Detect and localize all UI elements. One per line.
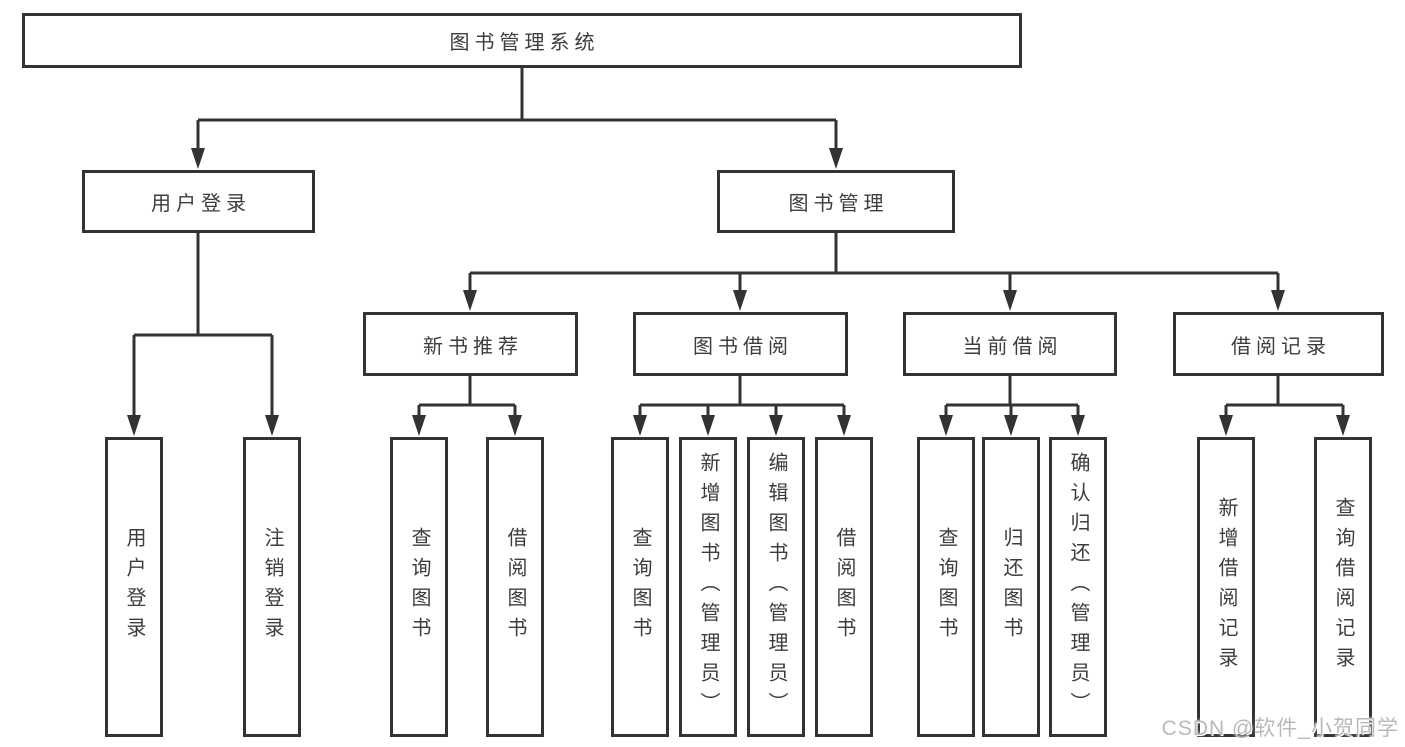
- leaf-logout: 注销登录: [243, 437, 301, 737]
- node-current-borrowing-label: 当前借阅: [962, 335, 1063, 358]
- node-book-borrowing: 图书借阅: [633, 312, 848, 376]
- leaf-user-login-label: 用户登录: [123, 527, 145, 647]
- leaf-add-book-admin-label: 新增图书（管理员）: [697, 452, 719, 722]
- leaf-query-books-borrowing: 查询图书: [611, 437, 669, 737]
- leaf-edit-book-admin-label: 编辑图书（管理员）: [765, 452, 787, 722]
- leaf-logout-label: 注销登录: [261, 527, 283, 647]
- leaf-return-book-label: 归还图书: [1000, 527, 1022, 647]
- node-current-borrowing: 当前借阅: [903, 312, 1117, 376]
- node-new-book-recommend: 新书推荐: [363, 312, 578, 376]
- node-library-system: 图书管理系统: [22, 13, 1022, 68]
- leaf-query-borrow-record: 查询借阅记录: [1314, 437, 1372, 737]
- leaf-query-books-recommend-label: 查询图书: [408, 527, 430, 647]
- leaf-user-login: 用户登录: [105, 437, 163, 737]
- leaf-query-books-recommend: 查询图书: [390, 437, 448, 737]
- leaf-confirm-return-admin-label: 确认归还（管理员）: [1067, 452, 1089, 722]
- leaf-add-book-admin: 新增图书（管理员）: [679, 437, 737, 737]
- leaf-query-books-current: 查询图书: [917, 437, 975, 737]
- leaf-edit-book-admin: 编辑图书（管理员）: [747, 437, 805, 737]
- node-user-login-label: 用户登录: [151, 193, 251, 215]
- leaf-borrow-books-recommend: 借阅图书: [486, 437, 544, 737]
- leaf-confirm-return-admin: 确认归还（管理员）: [1049, 437, 1107, 737]
- node-library-system-label: 图书管理系统: [449, 32, 600, 54]
- node-borrow-records-label: 借阅记录: [1231, 335, 1331, 358]
- node-book-management-label: 图书管理: [788, 193, 889, 215]
- leaf-borrow-books-recommend-label: 借阅图书: [504, 527, 526, 647]
- leaf-borrow-books-2-label: 借阅图书: [833, 527, 855, 647]
- csdn-watermark: CSDN @软件_小贺同学: [1161, 717, 1399, 740]
- leaf-query-books-current-label: 查询图书: [935, 527, 957, 647]
- leaf-query-books-borrowing-label: 查询图书: [629, 527, 651, 647]
- node-new-book-recommend-label: 新书推荐: [423, 335, 523, 358]
- leaf-return-book: 归还图书: [982, 437, 1040, 737]
- node-user-login: 用户登录: [82, 170, 315, 233]
- leaf-add-borrow-record-label: 新增借阅记录: [1215, 497, 1237, 677]
- node-borrow-records: 借阅记录: [1173, 312, 1384, 376]
- leaf-borrow-books-2: 借阅图书: [815, 437, 873, 737]
- leaf-query-borrow-record-label: 查询借阅记录: [1332, 497, 1354, 677]
- node-book-management: 图书管理: [717, 170, 955, 233]
- leaf-add-borrow-record: 新增借阅记录: [1197, 437, 1255, 737]
- node-book-borrowing-label: 图书借阅: [693, 335, 793, 358]
